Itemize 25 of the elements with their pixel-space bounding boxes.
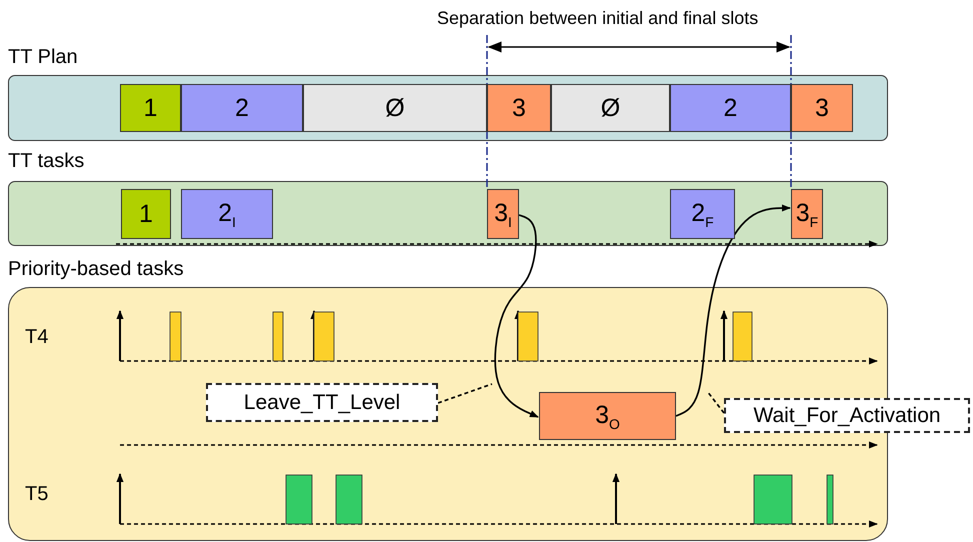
time-slot: 2$_{I}$ bbox=[181, 189, 273, 239]
time-slot: Ø bbox=[551, 84, 670, 132]
time-slot: 3$_{O}$ bbox=[539, 392, 676, 440]
time-slot: 2$_{F}$ bbox=[670, 189, 735, 239]
time-slot: 1 bbox=[121, 189, 171, 239]
time-slot: 3 bbox=[791, 84, 853, 132]
arrow bbox=[676, 204, 791, 417]
time-slot: Ø bbox=[303, 84, 487, 132]
task-label: T4 bbox=[25, 326, 48, 349]
time-slot: 2 bbox=[670, 84, 791, 132]
callout-box: Leave_TT_Level bbox=[206, 383, 438, 422]
arrow bbox=[494, 214, 539, 418]
dimension-label: Separation between initial and final slots bbox=[437, 8, 758, 29]
callout-box: Wait_For_Activation bbox=[724, 398, 970, 433]
panel-title: TT tasks bbox=[8, 150, 84, 173]
panel-title: TT Plan bbox=[8, 46, 78, 69]
time-slot: 1 bbox=[120, 84, 181, 132]
panel-title: Priority-based tasks bbox=[8, 258, 184, 281]
time-slot: 3$_{F}$ bbox=[791, 189, 823, 239]
leader-line bbox=[438, 383, 492, 404]
time-slot: 2 bbox=[181, 84, 303, 132]
time-slot: 3$_{I}$ bbox=[487, 189, 519, 239]
task-label: T5 bbox=[25, 483, 48, 506]
leader-line bbox=[706, 390, 725, 414]
time-slot: 3 bbox=[487, 84, 551, 132]
